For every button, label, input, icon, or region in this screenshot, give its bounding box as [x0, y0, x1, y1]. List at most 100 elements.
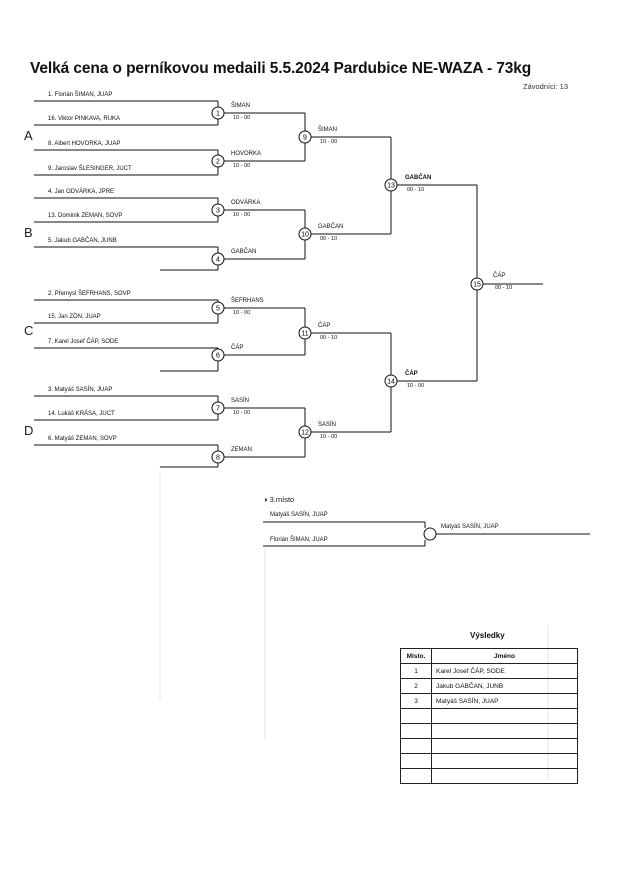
match-winner: GABČAN: [405, 175, 432, 181]
match-winner: SASÍN: [231, 398, 250, 404]
match-circle-number: 5: [216, 306, 220, 313]
match-score: 10 - 00: [320, 139, 338, 145]
results-name: Matyáš SASÍN, JUAP: [431, 693, 578, 709]
match-winner: ODVÁRKA: [231, 200, 261, 206]
results-name: [431, 723, 578, 739]
section-letter: C: [24, 323, 34, 338]
match-score: 00 - 10: [407, 187, 425, 193]
entrant-name: 9. Jaroslav ŠLESINGER, JUCT: [48, 166, 132, 172]
entrant-name: 8. Albert HOVORKA, JUAP: [48, 141, 121, 147]
match-winner: GABČAN: [231, 249, 257, 255]
final-circle: [470, 277, 484, 291]
results-row: [400, 768, 578, 784]
match-circle-number: 3: [216, 208, 220, 215]
entrant-name: 16. Viktor PINKAVA, RUKA: [48, 116, 121, 122]
entrant-name: 5. Jakub GABČAN, JUNB: [48, 238, 117, 244]
results-name: [431, 753, 578, 769]
section-letter: B: [24, 225, 33, 240]
match-circle: [298, 326, 312, 340]
match-winner: ZEMAN: [231, 447, 252, 453]
third-place-circle: [423, 527, 437, 541]
match-winner: ŠIMAN: [318, 127, 338, 133]
match-winner: HOVORKA: [231, 151, 262, 157]
results-title: Výsledky: [470, 631, 505, 640]
match-score: 10 - 00: [407, 383, 425, 389]
match-score: 10 - 00: [320, 434, 338, 440]
match-winner: ŠEFRHANS: [231, 298, 264, 304]
match-circle-number: 7: [216, 406, 220, 413]
match-circle-number: 11: [301, 331, 308, 338]
results-place: 1: [400, 663, 432, 679]
entrant-name: 2. Přemysl ŠEFRHANS, SOVP: [48, 291, 131, 297]
match-score: 00 - 10: [320, 236, 338, 242]
final-circle-number: 15: [473, 282, 481, 289]
match-circle: [298, 425, 312, 439]
results-name: Karel Josef ČÁP, SODE: [431, 663, 578, 679]
results-row: [400, 738, 578, 754]
section-letter: D: [24, 423, 34, 438]
results-header-place: Místo.: [400, 648, 432, 664]
results-row: [400, 753, 578, 769]
match-circle-number: 14: [387, 379, 395, 386]
match-winner: ČÁP: [405, 371, 418, 377]
match-winner: SASÍN: [318, 422, 337, 428]
competitors-count: Závodníci: 13: [523, 82, 569, 91]
match-circle: [211, 252, 225, 266]
match-circle: [211, 348, 225, 362]
results-name: [431, 738, 578, 754]
third-place-winner: Matyáš SASÍN, JUAP: [441, 524, 499, 530]
match-circle: [298, 227, 312, 241]
results-place: [400, 708, 432, 724]
match-circle: [384, 178, 398, 192]
page-title: Velká cena o perníkovou medaili 5.5.2024…: [30, 60, 532, 77]
final-score: 00 - 10: [495, 285, 513, 291]
match-score: 00 - 10: [320, 335, 338, 341]
match-winner: GABČAN: [318, 224, 344, 230]
results-header-name: Jméno: [431, 648, 578, 664]
match-circle: [211, 106, 225, 120]
results-place: [400, 768, 432, 784]
results-place: 2: [400, 678, 432, 694]
match-circle: [211, 450, 225, 464]
match-circle-number: 9: [303, 135, 307, 142]
medal-icon: ◑: [263, 495, 268, 504]
match-circle: [211, 203, 225, 217]
results-place: 3: [400, 693, 432, 709]
match-circle-number: 12: [301, 430, 309, 437]
match-circle-number: 6: [216, 353, 220, 360]
entrant-name: 13. Dominik ZEMAN, SOVP: [48, 213, 123, 219]
match-score: 10 - 00: [233, 115, 251, 121]
results-place: [400, 738, 432, 754]
final-winner: ČÁP: [493, 273, 506, 279]
match-circle: [211, 301, 225, 315]
third-place-title: ◑ 3.místo: [263, 495, 295, 504]
match-circle-number: 10: [301, 232, 309, 239]
entrant-name: 4. Jan ODVÁRKA, JPRE: [48, 189, 115, 195]
match-circle: [211, 401, 225, 415]
match-circle-number: 8: [216, 455, 220, 462]
third-place-top: Matyáš SASÍN, JUAP: [270, 512, 328, 518]
section-letter: A: [24, 128, 33, 143]
match-winner: ČÁP: [318, 323, 331, 329]
results-name: Jakub GABČAN, JUNB: [431, 678, 578, 694]
results-place: [400, 723, 432, 739]
match-circle: [211, 154, 225, 168]
match-winner: ČÁP: [231, 345, 244, 351]
match-score: 10 - 00: [233, 410, 251, 416]
match-score: 10 - 00: [233, 310, 251, 316]
entrant-name: 1. Florián ŠIMAN, JUAP: [48, 92, 113, 98]
results-name: [431, 708, 578, 724]
match-circle-number: 4: [216, 257, 220, 264]
entrant-name: 3. Matyáš SASÍN, JUAP: [48, 387, 113, 393]
match-circle: [298, 130, 312, 144]
match-circle-number: 2: [216, 159, 220, 166]
entrant-name: 7. Karel Josef ČÁP, SODE: [48, 339, 119, 345]
match-score: 10 - 00: [233, 212, 251, 218]
results-place: [400, 753, 432, 769]
match-score: 10 - 00: [233, 163, 251, 169]
match-circle-number: 1: [216, 111, 220, 118]
